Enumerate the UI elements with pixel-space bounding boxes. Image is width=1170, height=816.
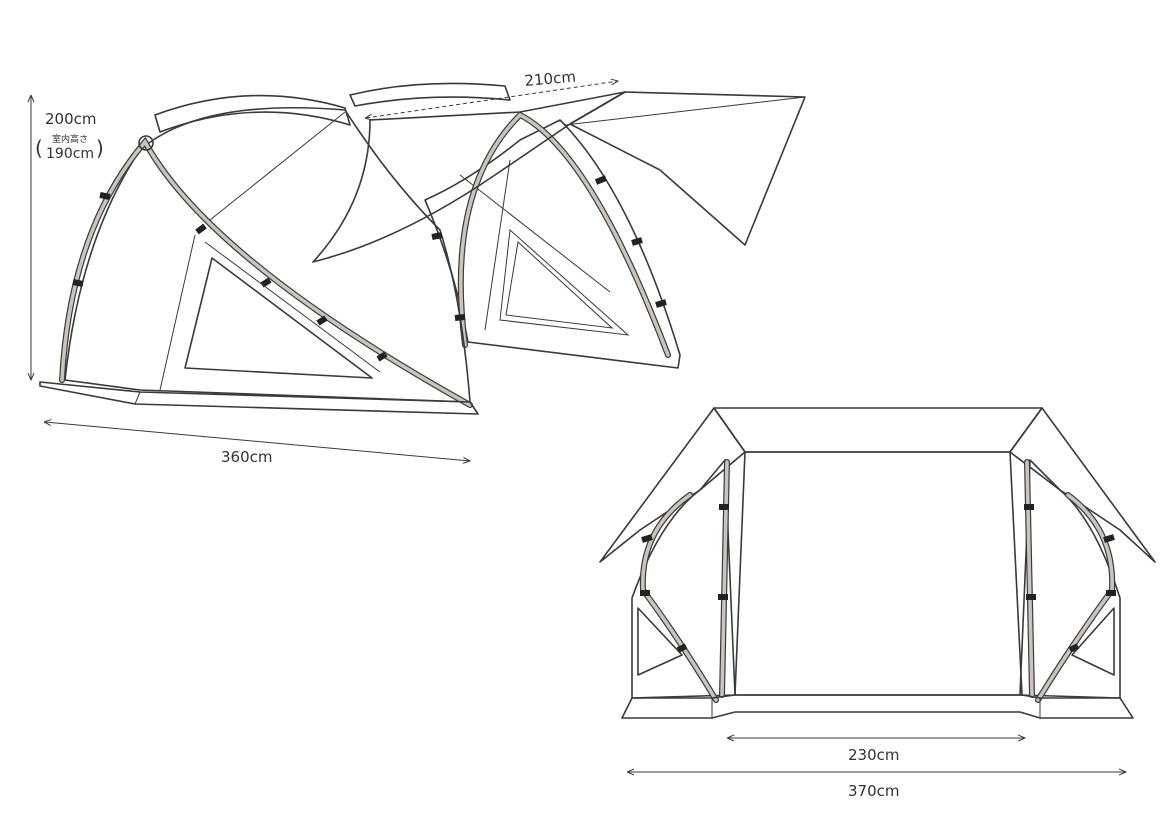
pole-clips (72, 175, 667, 362)
front-view-tent (599, 407, 1156, 719)
length-label: 360cm (221, 448, 273, 466)
side-length-dimension: 360cm (45, 422, 470, 466)
height-label: 200cm (45, 110, 97, 128)
rear-vestibule-window (499, 228, 630, 336)
side-view-tent (39, 82, 806, 415)
svg-text:): ) (96, 136, 104, 160)
front-outer-width-dimension: 370cm (628, 772, 1126, 800)
tarp-wing (312, 91, 626, 263)
front-canopy (713, 407, 1043, 453)
side-mesh-window (184, 257, 373, 379)
front-left-curved-pole (639, 492, 719, 703)
tarp-length-dimension: 210cm (366, 68, 618, 118)
tarp-label: 210cm (524, 68, 577, 90)
front-inner-width-dimension: 230cm (728, 738, 1025, 764)
top-sleeve-front (154, 94, 351, 133)
front-left-mesh (637, 607, 683, 676)
front-door-panel (734, 451, 1023, 696)
front-right-mesh (1071, 607, 1115, 676)
floor-strip (39, 381, 479, 415)
inner-height-caption: 室内高さ (52, 133, 88, 145)
front-right-wing (1009, 407, 1156, 563)
front-base (621, 694, 1134, 719)
svg-text:(: ( (35, 136, 43, 160)
front-pole-clips (640, 504, 1116, 653)
inner-width-label: 230cm (848, 746, 900, 764)
main-body-panel (64, 106, 471, 403)
side-height-dimension: 200cm ( 室内高さ 190cm ) (31, 96, 104, 380)
front-left-panel (631, 459, 736, 699)
inner-height-value: 190cm (46, 146, 94, 162)
top-sleeve-rear (349, 82, 511, 107)
tarp-wing-extension (569, 91, 806, 246)
outer-width-label: 370cm (848, 782, 900, 800)
